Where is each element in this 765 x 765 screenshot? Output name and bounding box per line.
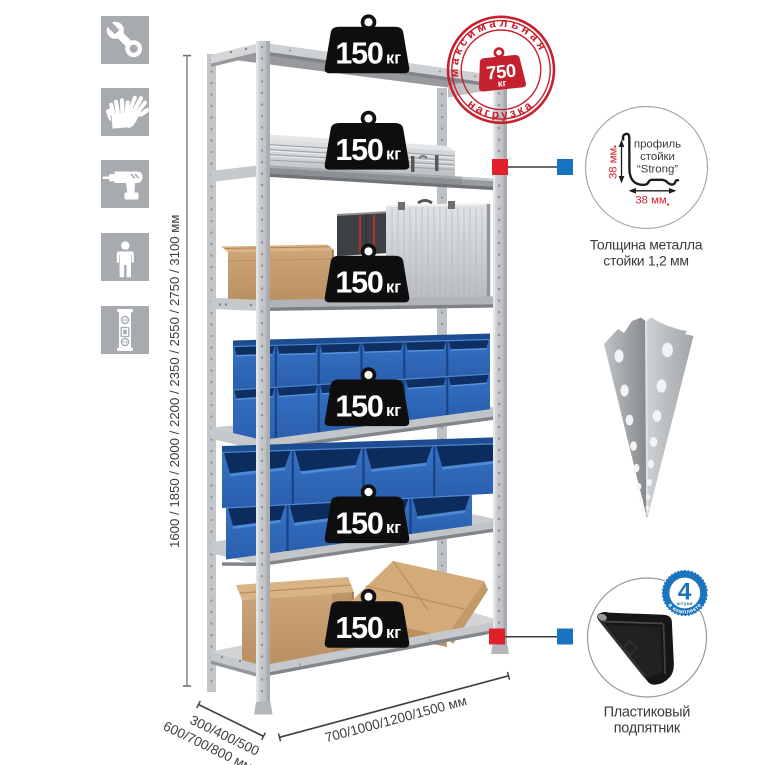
- svg-text:профиль: профиль: [634, 139, 681, 151]
- svg-text:штуки: штуки: [677, 602, 693, 607]
- svg-text:кг: кг: [497, 78, 507, 90]
- svg-text:38 мм: 38 мм: [608, 148, 620, 179]
- svg-text:стойки: стойки: [640, 151, 675, 163]
- svg-text:стойки 1,2 мм: стойки 1,2 мм: [603, 252, 688, 268]
- svg-text:подпятник: подпятник: [614, 720, 681, 736]
- svg-text:38 мм: 38 мм: [635, 195, 666, 207]
- svg-text:Толщина металла: Толщина металла: [590, 237, 703, 253]
- svg-text:Пластиковый: Пластиковый: [604, 705, 691, 721]
- svg-text:750: 750: [485, 60, 517, 84]
- svg-text:“Strong”: “Strong”: [637, 164, 678, 176]
- svg-text:4: 4: [678, 578, 692, 605]
- svg-text:1600 / 1850 / 2000 / 2200 / 23: 1600 / 1850 / 2000 / 2200 / 2350 / 2550 …: [167, 215, 182, 548]
